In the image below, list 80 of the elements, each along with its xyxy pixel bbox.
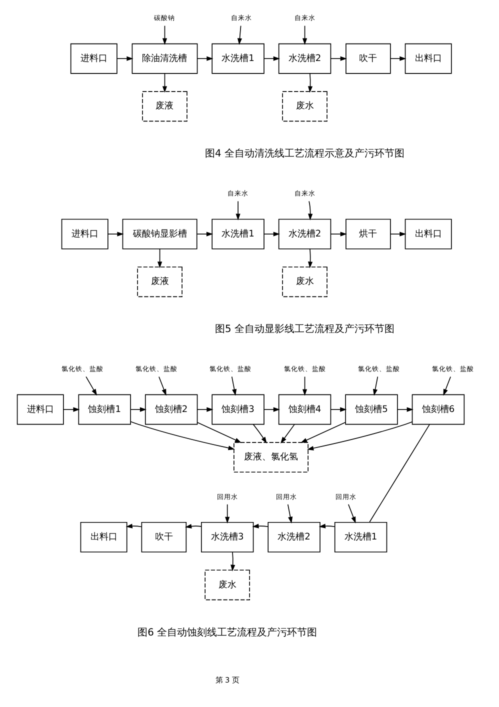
arrow [390, 232, 406, 236]
node-box: 出料口 [404, 218, 452, 250]
arrow [196, 422, 242, 443]
node-box: 除油清洗槽 [131, 43, 198, 74]
arrow [230, 376, 236, 396]
arrow [196, 56, 213, 61]
arrow [263, 56, 280, 61]
node-box: 废液、氯化氢 [233, 442, 308, 473]
arrow [158, 376, 166, 396]
arrow [184, 524, 202, 529]
arrow [318, 524, 335, 528]
node-box: 进料口 [60, 218, 108, 250]
node-box: 水洗槽2 [278, 218, 331, 250]
node-box: 废水 [282, 91, 327, 122]
node-box: 水洗槽3 [200, 522, 254, 552]
arrow [107, 232, 124, 236]
node-box: 蚀刻槽4 [278, 394, 331, 425]
node-box: 废液 [142, 91, 187, 122]
node-box: 水洗槽1 [211, 43, 264, 74]
arrow [62, 407, 80, 412]
node-box: 水洗槽1 [334, 522, 387, 552]
node-box: 蚀刻槽1 [78, 394, 130, 425]
arrow [308, 200, 312, 220]
node-box: 蚀刻槽3 [211, 394, 264, 425]
label: 第 3 页 [215, 675, 239, 684]
arrow [230, 552, 235, 572]
arrow [300, 422, 346, 443]
arrow [252, 424, 266, 444]
node-box: 蚀刻槽5 [344, 394, 398, 425]
node-box: 碳酸钠显影槽 [122, 218, 197, 250]
arrow [330, 56, 346, 61]
node-box: 水洗槽2 [278, 43, 331, 74]
node-box: 吹干 [345, 43, 390, 74]
arrow [390, 56, 406, 61]
arrow [252, 524, 268, 528]
arrow [196, 232, 213, 236]
arrow [263, 407, 280, 412]
arrow [286, 504, 292, 524]
node-box: 进料口 [70, 43, 117, 74]
node-box: 烘干 [345, 218, 390, 250]
arrow [280, 424, 294, 444]
arrow [330, 232, 346, 236]
arrow [235, 200, 240, 220]
arrow [236, 25, 242, 45]
arrow [307, 248, 312, 268]
arrow [125, 524, 142, 528]
arrow [263, 232, 280, 236]
arrow [162, 25, 167, 45]
label: 图4 全自动清洗线工艺流程示意及产污环节图 [204, 148, 404, 160]
arrow [306, 421, 412, 450]
arrow [396, 407, 413, 412]
label: 图5 全自动显影线工艺流程及产污环节图 [214, 324, 394, 336]
arrow [224, 504, 230, 524]
node-box: 废水 [204, 570, 250, 600]
arrow [130, 421, 234, 450]
node-box: 水洗槽1 [211, 218, 264, 250]
arrow [85, 376, 97, 396]
arrow [302, 376, 307, 396]
arrow [330, 407, 346, 412]
arrow [302, 25, 307, 45]
node-box: 进料口 [16, 394, 64, 425]
arrow [442, 376, 451, 396]
node-box: 蚀刻槽6 [411, 394, 464, 425]
node-box: 废水 [282, 266, 327, 298]
arrow [348, 504, 356, 524]
arrow [162, 73, 167, 93]
node-box: 出料口 [404, 43, 452, 74]
node-box: 水洗槽2 [267, 522, 320, 552]
connector [368, 424, 430, 522]
arrow [130, 407, 146, 412]
node-box: 废液 [136, 266, 182, 298]
arrow [372, 376, 378, 396]
node-box: 蚀刻槽2 [144, 394, 198, 425]
label: 图6 全自动蚀刻线工艺流程及产污环节图 [137, 627, 317, 638]
arrow [196, 407, 213, 412]
node-box: 出料口 [80, 522, 127, 552]
arrow [156, 248, 162, 268]
arrow [116, 56, 133, 61]
node-box: 吹干 [140, 522, 186, 552]
arrow [307, 73, 312, 93]
